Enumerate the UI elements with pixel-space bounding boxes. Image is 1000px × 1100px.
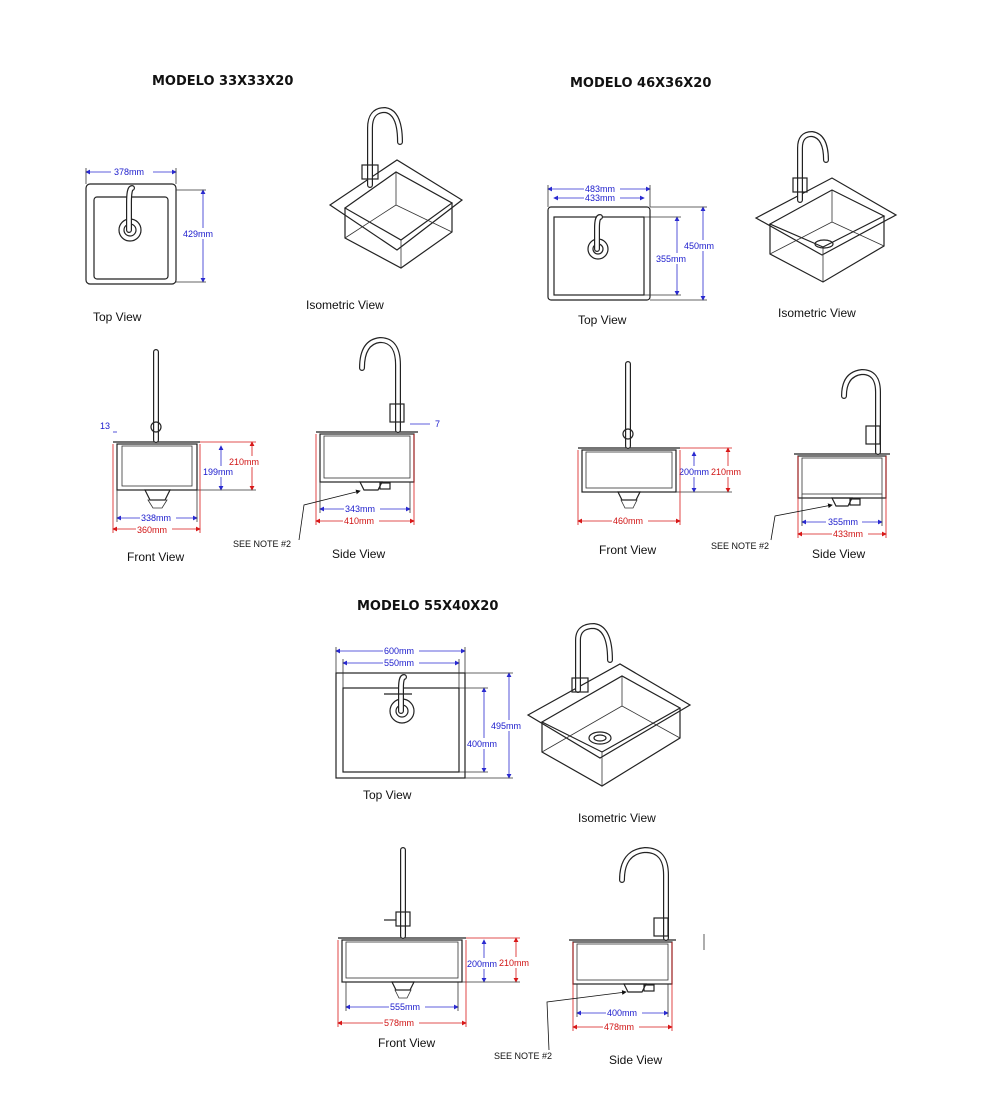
model-title: MODELO 33X33X20	[152, 74, 293, 89]
top-view: 378mm 429mm Top View	[85, 166, 218, 324]
dim-front-inner-h: 200mm	[679, 467, 709, 477]
isometric-view-label: Isometric View	[778, 306, 856, 320]
dim-front-flange: 13	[100, 421, 110, 431]
model-33x33x20: MODELO 33X33X20 378mm 429mm Top View	[85, 74, 464, 564]
front-view: 13 199mm 210mm 338mm 360mm Front View	[100, 349, 264, 564]
top-view-label: Top View	[93, 310, 142, 324]
dim-top-inner-d: 400mm	[467, 739, 497, 749]
side-view-label: Side View	[609, 1053, 662, 1067]
side-view-label: Side View	[812, 547, 865, 561]
side-view: 355mm 433mm SEE NOTE #2 Side View	[711, 368, 890, 561]
front-view-label: Front View	[378, 1036, 435, 1050]
see-note-label: SEE NOTE #2	[233, 539, 291, 549]
dim-front-inner-h: 199mm	[203, 467, 233, 477]
top-view: 483mm 433mm 355mm 450mm Top View	[547, 184, 719, 327]
dim-front-inner-w: 555mm	[390, 1002, 420, 1012]
see-note-label: SEE NOTE #2	[494, 1051, 552, 1061]
top-view-label: Top View	[578, 313, 627, 327]
side-view-label: Side View	[332, 547, 385, 561]
dim-side-inner-w: 355mm	[828, 517, 858, 527]
front-view-label: Front View	[599, 543, 656, 557]
top-view-label: Top View	[363, 788, 412, 802]
isometric-view-label: Isometric View	[578, 811, 656, 825]
model-title: MODELO 46X36X20	[570, 76, 711, 91]
isometric-view: Isometric View	[526, 622, 692, 825]
dim-top-inner-d: 355mm	[656, 254, 686, 264]
dim-front-outer-w: 578mm	[384, 1018, 414, 1028]
dim-top-outer-w: 483mm	[585, 184, 615, 194]
dim-front-outer-h: 210mm	[711, 467, 741, 477]
dim-side-outer-w: 410mm	[344, 516, 374, 526]
top-view: 600mm 550mm 400mm 495mm Top View	[335, 646, 526, 802]
dim-front-outer-w: 460mm	[613, 516, 643, 526]
dim-top-depth: 429mm	[183, 229, 213, 239]
dim-side-outer-w: 478mm	[604, 1022, 634, 1032]
model-46x36x20: MODELO 46X36X20 483mm 433mm 355mm 450mm	[547, 76, 898, 561]
model-55x40x20: MODELO 55X40X20 600mm 550mm 400mm	[335, 599, 705, 1067]
dim-top-width: 378mm	[114, 167, 144, 177]
dim-side-inner-w: 343mm	[345, 504, 375, 514]
isometric-view: Isometric View	[754, 130, 898, 320]
side-view: 7 343mm 410mm SEE NOTE #2 Side View	[233, 336, 440, 561]
isometric-view: Isometric View	[306, 106, 464, 312]
model-title: MODELO 55X40X20	[357, 599, 498, 614]
dim-top-outer-d: 495mm	[491, 721, 521, 731]
dim-top-inner-w: 433mm	[585, 193, 615, 203]
dim-front-outer-h: 210mm	[499, 958, 529, 968]
front-view: 200mm 210mm 555mm 578mm Front View	[337, 847, 532, 1050]
dim-side-offset: 7	[435, 419, 440, 429]
dim-side-outer-w: 433mm	[833, 529, 863, 539]
dim-top-outer-d: 450mm	[684, 241, 714, 251]
front-view-label: Front View	[127, 550, 184, 564]
front-view: 200mm 210mm 460mm Front View	[577, 361, 744, 557]
dim-top-inner-w: 550mm	[384, 658, 414, 668]
dim-front-inner-w: 338mm	[141, 513, 171, 523]
dim-top-outer-w: 600mm	[384, 646, 414, 656]
side-view: 400mm 478mm SEE NOTE #2 Side View	[494, 846, 705, 1067]
isometric-view-label: Isometric View	[306, 298, 384, 312]
dim-front-outer-w: 360mm	[137, 525, 167, 535]
see-note-label: SEE NOTE #2	[711, 541, 769, 551]
dim-front-outer-h: 210mm	[229, 457, 259, 467]
dim-side-inner-w: 400mm	[607, 1008, 637, 1018]
dim-front-inner-h: 200mm	[467, 959, 497, 969]
